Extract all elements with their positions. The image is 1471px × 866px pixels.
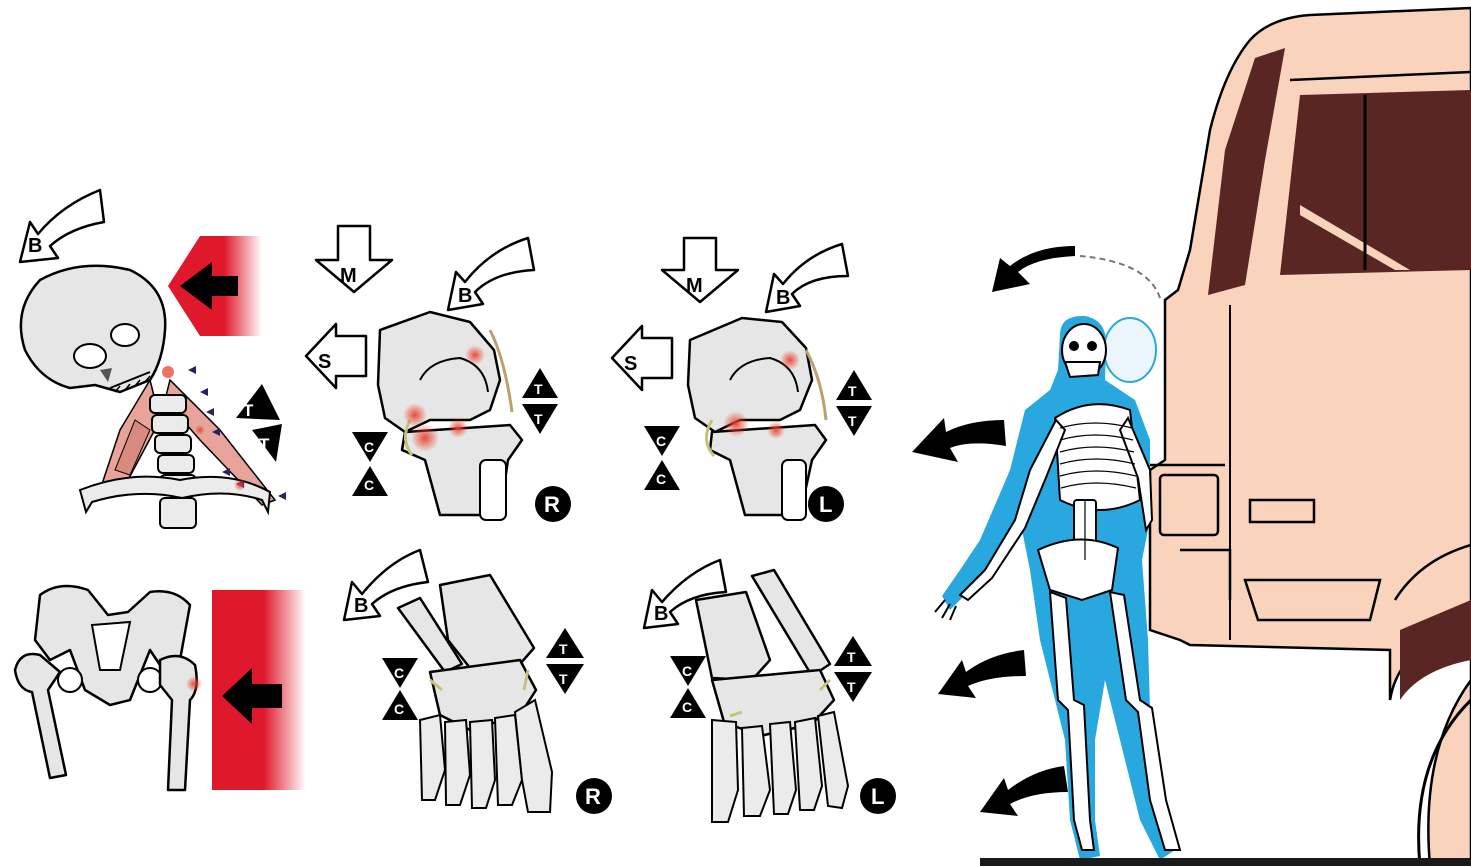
compression-small-label: C xyxy=(656,433,666,449)
ground-line xyxy=(980,858,1471,866)
tension-label: T xyxy=(559,671,568,687)
compression-small-label: C xyxy=(682,699,692,715)
bending-label: B xyxy=(28,235,42,257)
tension-markers: T T xyxy=(546,628,584,694)
compression-markers: C C xyxy=(644,426,680,490)
shear-arrow: S xyxy=(306,324,366,388)
knee-joint-icon xyxy=(688,318,826,520)
ankle-right-panel: B T T C C R xyxy=(344,550,612,814)
bending-arrow: B xyxy=(448,238,534,310)
side-badge-right: R xyxy=(535,486,571,522)
compression-small-label: C xyxy=(394,701,404,717)
compression-small-label: C xyxy=(364,477,374,493)
impact-block-pelvis xyxy=(212,590,306,790)
tension-markers: T T xyxy=(522,368,558,434)
ankle-foot-icon xyxy=(398,575,552,812)
compression-arrow: M xyxy=(316,226,392,292)
bending-label: B xyxy=(654,603,668,625)
knee-left-panel: M B S T T C xyxy=(612,238,872,522)
knee-joint-icon xyxy=(378,312,522,520)
ankle-foot-icon xyxy=(696,570,848,822)
tension-label: T xyxy=(847,679,856,695)
side-label-right: R xyxy=(544,492,560,517)
left-femur-icon xyxy=(15,654,66,778)
side-badge-right: R xyxy=(576,778,612,814)
tension-label: T xyxy=(559,641,568,657)
tension-label: T xyxy=(534,381,543,397)
side-label-left: L xyxy=(819,492,832,517)
compression-small-label: C xyxy=(364,439,374,455)
ankle-left-panel: B T T C C L xyxy=(644,560,896,822)
leg-motion-arrow xyxy=(980,766,1068,816)
tension-markers: T T xyxy=(834,636,872,702)
pelvis-panel xyxy=(15,586,306,790)
right-femur-icon xyxy=(160,656,202,790)
compression-markers: C C xyxy=(352,432,388,496)
compression-small-label: C xyxy=(656,471,666,487)
compression-arrow: M xyxy=(662,238,738,302)
bending-label: B xyxy=(776,287,790,309)
compression-small-label: C xyxy=(394,665,404,681)
compression-small-label: C xyxy=(682,663,692,679)
neck-panel: B xyxy=(20,190,286,528)
truck-icon xyxy=(1150,8,1471,866)
impact-block-head xyxy=(168,236,262,336)
bending-label: B xyxy=(458,285,472,307)
compression-markers: C C xyxy=(670,656,706,718)
tension-markers-neck: T T xyxy=(236,384,282,462)
tension-label: T xyxy=(848,413,857,429)
bending-arrow-neck: B xyxy=(20,190,104,262)
bending-arrow: B xyxy=(766,244,848,312)
side-badge-left: L xyxy=(860,778,896,814)
hip-motion-arrow xyxy=(938,650,1026,698)
shear-label: S xyxy=(318,351,331,373)
tension-label: T xyxy=(847,649,856,665)
compression-label: M xyxy=(340,265,357,287)
tension-label: T xyxy=(243,401,254,420)
bending-label: B xyxy=(354,595,368,617)
compression-markers: C C xyxy=(382,658,418,720)
shear-arrow: S xyxy=(612,326,672,390)
knee-right-panel: M B S T T xyxy=(306,226,571,522)
shear-label: S xyxy=(624,353,637,375)
skull-icon xyxy=(21,266,174,392)
torso-motion-arrow xyxy=(912,418,1006,462)
compression-label: M xyxy=(686,275,703,297)
tension-label: T xyxy=(534,411,543,427)
side-label-left: L xyxy=(871,784,884,809)
side-label-right: R xyxy=(585,784,601,809)
head-motion-arrow xyxy=(992,246,1160,298)
tension-label: T xyxy=(259,435,270,454)
tension-markers: T T xyxy=(836,370,872,436)
tension-label: T xyxy=(848,383,857,399)
side-badge-left: L xyxy=(808,486,844,522)
